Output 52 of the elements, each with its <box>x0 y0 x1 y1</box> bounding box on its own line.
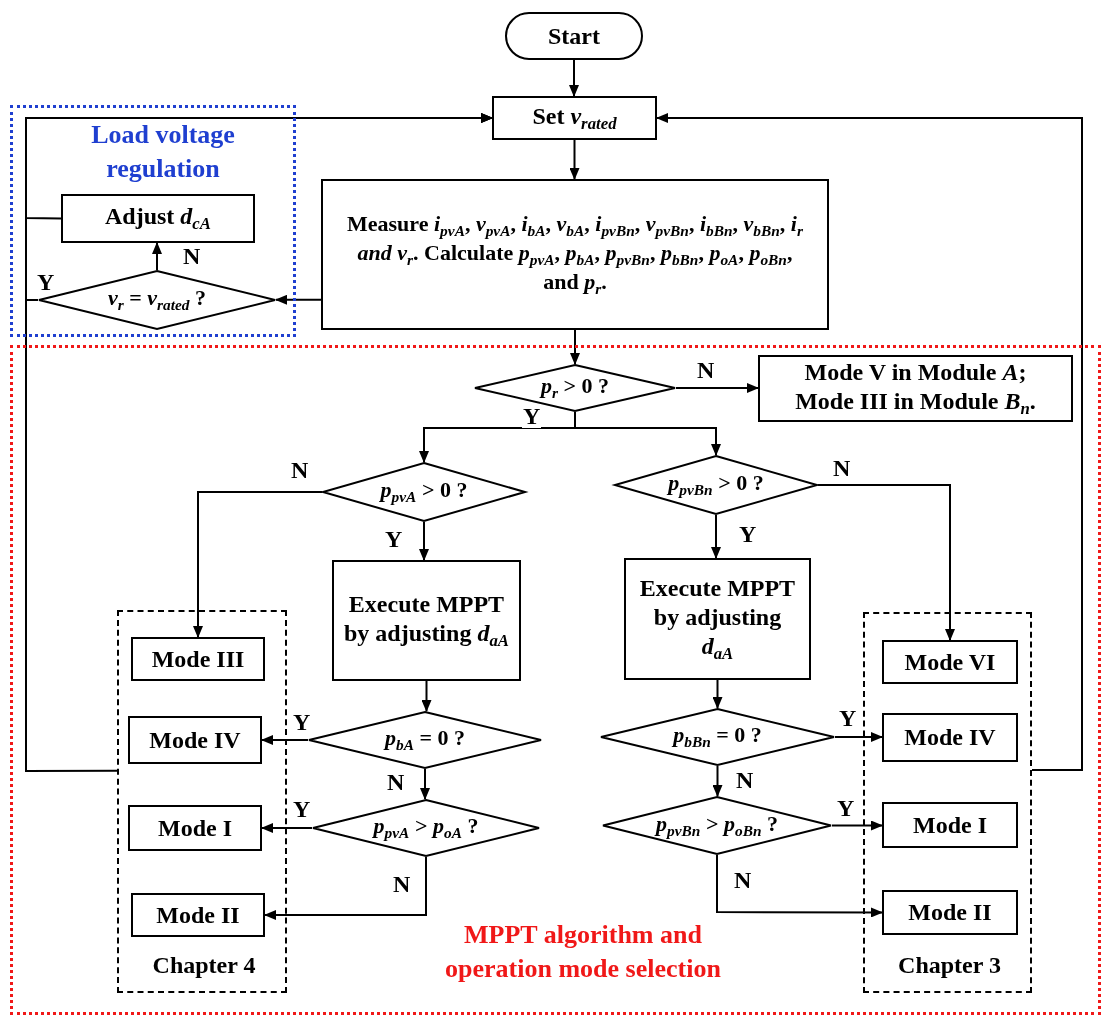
arrow <box>711 514 721 559</box>
process-box: Mode IV <box>882 713 1018 762</box>
dashed-group-frame <box>10 105 296 337</box>
process-box: Execute MPPT by adjusting d$_{aA}$ <box>332 560 521 681</box>
arrow <box>831 820 883 831</box>
arrow <box>712 679 723 709</box>
arrow <box>712 765 723 797</box>
arrow <box>574 411 721 456</box>
process-box: Mode VI <box>882 640 1018 684</box>
arrow <box>834 732 883 742</box>
group-title: Chapter 3 <box>897 951 1002 980</box>
edge-label: Y <box>522 404 542 428</box>
process-box: Execute MPPT by adjusting d$_{aA}$ <box>624 558 811 680</box>
process-box: Mode III <box>131 637 265 681</box>
process-box: Mode IV <box>128 716 262 764</box>
arrow <box>275 294 322 305</box>
process-box: Adjust d$_{cA}$ <box>61 194 255 243</box>
arrow <box>264 856 427 920</box>
group-title: Chapter 4 <box>151 951 257 980</box>
process-box: Measure i$_{pvA}$, v$_{pvA}$, i$_{bA}$, v$_{bA}$, i$_{pvBn}$, v$_{pvBn}$, i$_{bBn}$, v$_{bBn}$, i$_{r}$ and v$_{r}$. Calculate p$_{pvA}$, p$_{bA}$, p$_{pvBn}$, p$_{bBn}$, p$_{oA}$, p$_{oBn}$, and p$_{r}$. <box>321 179 829 330</box>
arrow <box>25 113 493 772</box>
group-title: Load voltage regulation <box>90 119 236 185</box>
arrow <box>675 383 759 393</box>
arrow <box>193 491 323 638</box>
arrow <box>817 484 955 641</box>
process-box: Mode II <box>131 893 265 937</box>
process-box: Mode V in Module A; Mode III in Module B$_{n}$. <box>758 355 1073 422</box>
dashed-group-frame <box>10 345 1101 1015</box>
dashed-group-frame <box>863 612 1032 993</box>
decision-diamond: p$_{pvBn}$ > p$_{oBn}$ ? <box>602 796 832 855</box>
decision-diamond: p$_{bBn}$ = 0 ? <box>600 708 835 766</box>
process-box: Mode I <box>882 802 1018 848</box>
arrow <box>261 735 309 745</box>
dashed-group-frame <box>117 610 287 993</box>
arrow <box>420 768 430 800</box>
decision-diamond: p$_{pvBn}$ > 0 ? <box>614 455 818 515</box>
decision-diamond: p$_{pvA}$ > p$_{oA}$ ? <box>312 799 540 857</box>
process-box: Mode II <box>882 890 1018 935</box>
decision-diamond: p$_{pvA}$ > 0 ? <box>322 462 526 522</box>
arrow <box>570 329 580 365</box>
arrow <box>152 242 162 271</box>
arrow <box>716 854 883 918</box>
arrow <box>656 113 1083 772</box>
arrow <box>421 680 432 712</box>
process-box: Set v$_{rated}$ <box>492 96 657 140</box>
group-title: MPPT algorithm and operation mode selection <box>444 919 722 985</box>
start-terminal: Start <box>505 12 643 60</box>
arrow <box>569 59 579 97</box>
process-box: Mode I <box>128 805 262 851</box>
arrow <box>419 521 429 561</box>
arrow <box>569 139 580 180</box>
decision-diamond: p$_{bA}$ = 0 ? <box>308 711 542 769</box>
